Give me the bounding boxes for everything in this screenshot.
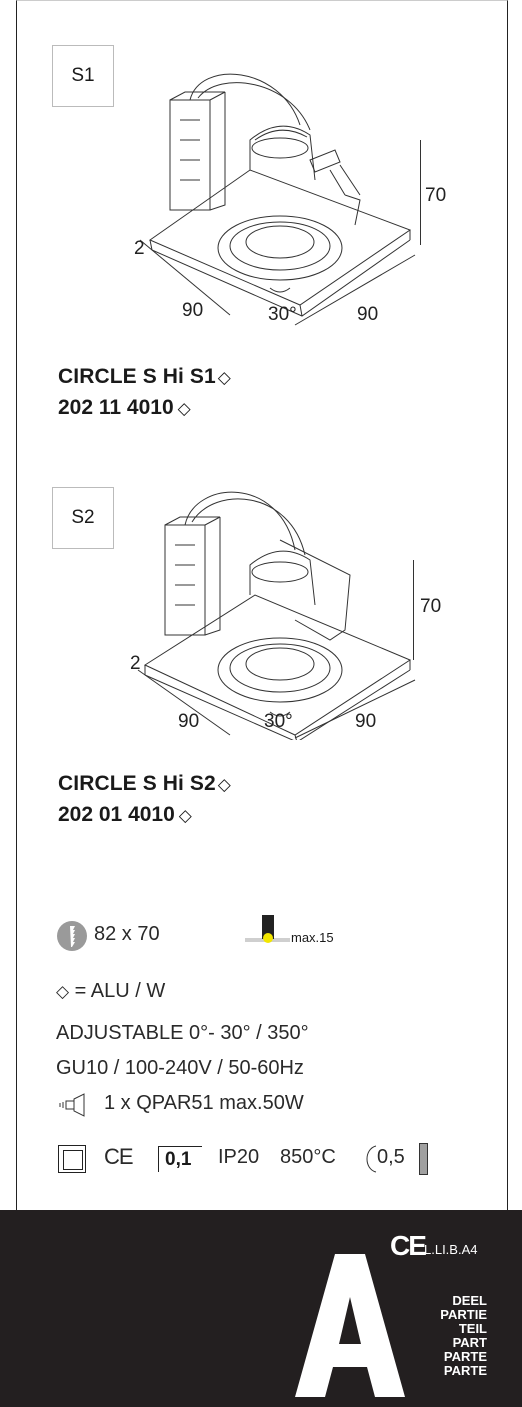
height-dim-s2: 70 [420, 596, 442, 617]
product-name-s1: CIRCLE S Hi S1◇ [58, 365, 231, 388]
diamond-icon: ◇ [177, 399, 191, 418]
led-icon [263, 933, 273, 943]
width-dim-s2: 90 [178, 711, 200, 732]
fixture-drawing-s2 [137, 491, 416, 740]
angle-dim-s2: 30° [264, 711, 293, 732]
distance-mark: 0,1 [158, 1146, 202, 1172]
electrical-spec: GU10 / 100-240V / 50-60Hz [56, 1057, 304, 1079]
spotlight-distance-icon [366, 1145, 377, 1173]
fixture-drawing-s1 [139, 73, 416, 326]
depth-dim-s2: 2 [130, 653, 141, 674]
variant-label-s2: S2 [52, 487, 114, 549]
max-recess-label: max.15 [291, 930, 334, 945]
adjustable-spec: ADJUSTABLE 0°- 30° / 350° [56, 1022, 309, 1044]
length-dim-s2: 90 [355, 711, 377, 732]
product-name-s2: CIRCLE S Hi S2◇ [58, 772, 231, 795]
product-code-s1: 202 11 4010◇ [58, 396, 191, 419]
lamp-spec: 1 x QPAR51 max.50W [104, 1092, 304, 1114]
finish-legend: ◇ = ALU / W [56, 980, 166, 1002]
product-code-s2: 202 01 4010◇ [58, 803, 192, 826]
min-distance: 0,5 [377, 1146, 405, 1168]
datasheet-frame [16, 0, 508, 1210]
ce-mark: CE [104, 1144, 134, 1169]
footer-ce-mark: CE [390, 1230, 427, 1261]
part-label-es: PARTE [443, 1363, 487, 1378]
depth-dim-s1: 2 [134, 238, 145, 259]
length-dim-s1: 90 [357, 304, 379, 325]
part-label-de: TEIL [458, 1321, 487, 1336]
part-label-fr: PARTIE [440, 1307, 487, 1322]
part-label-en: PART [452, 1335, 487, 1350]
class-ii-icon [58, 1145, 86, 1173]
angle-dim-s1: 30° [268, 304, 297, 325]
energy-class-letter [295, 1254, 405, 1397]
glow-wire-temp: 850°C [280, 1146, 336, 1168]
lamp-icon [59, 1093, 85, 1117]
diamond-icon: ◇ [217, 368, 231, 387]
width-dim-s1: 90 [182, 300, 204, 321]
height-dimension-line-s1 [420, 140, 421, 245]
energy-range: L.LI.B.A4 [424, 1242, 478, 1257]
surface-icon [419, 1143, 428, 1175]
cutout-icon [57, 921, 87, 951]
height-dimension-line-s2 [413, 560, 414, 660]
diamond-icon: ◇ [56, 982, 70, 1001]
part-label-it: PARTE [443, 1349, 487, 1364]
energy-label-footer: CE L.LI.B.A4 DEEL PARTIE TEIL PART PARTE… [0, 1210, 522, 1407]
ip-rating: IP20 [218, 1146, 260, 1168]
cutout-size: 82 x 70 [94, 923, 160, 945]
diamond-icon: ◇ [178, 806, 192, 825]
diamond-icon: ◇ [217, 775, 231, 794]
height-dim-s1: 70 [425, 185, 447, 206]
variant-label-s1: S1 [52, 45, 114, 107]
part-label-nl: DEEL [452, 1293, 487, 1308]
